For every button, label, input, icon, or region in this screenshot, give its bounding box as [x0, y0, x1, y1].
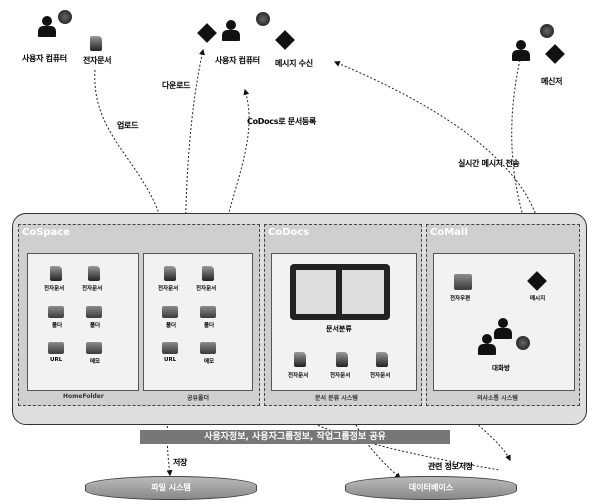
electronic-doc-label: 전자문서 — [83, 55, 111, 66]
doc-icon — [202, 266, 214, 281]
realtime-message-label: 실시간 메시지 전송 — [458, 158, 519, 169]
comail-panel: CoMail 전자우편 메시지 대화방 의사소통 시스템 — [426, 224, 580, 406]
memo-icon — [86, 342, 102, 354]
database-cylinder: 데이터베이스 — [345, 476, 517, 500]
home-item-2: 전자문서 — [82, 284, 102, 292]
messenger-icon — [545, 44, 565, 64]
pen-icon — [275, 30, 295, 50]
home-item-5: URL — [50, 357, 62, 363]
doc-icon — [50, 266, 62, 281]
classify-label: 문서분류 — [326, 324, 352, 334]
chat-person-icon — [478, 334, 496, 355]
shared-info-bar: 사용자정보, 사용자그룹정보, 작업그룹정보 공유 — [140, 430, 450, 444]
related-info-label: 관련 정보저장 — [428, 461, 473, 472]
email-icon — [454, 274, 472, 290]
home-item-4: 폴더 — [90, 321, 100, 329]
codocs-doc-3: 전자문서 — [370, 371, 390, 379]
user-terminal-1-label: 사용자 컴퓨터 — [22, 53, 67, 64]
user-computer-icon — [38, 16, 56, 37]
comail-title: CoMail — [430, 227, 468, 238]
user-computer-2-icon — [222, 20, 240, 41]
messenger-label: 메신저 — [541, 76, 562, 87]
folder-icon — [162, 306, 178, 318]
upload-label: 업로드 — [117, 120, 138, 131]
shared-item-1: 전자문서 — [158, 284, 178, 292]
folder-icon — [86, 306, 102, 318]
url-icon — [48, 342, 64, 354]
globe-icon — [58, 10, 72, 24]
shared-folder-box: 전자문서 전자문서 폴더 폴더 URL 메모 — [143, 253, 253, 391]
chat-globe-icon — [516, 336, 530, 350]
download-label: 다운로드 — [162, 80, 190, 91]
codocs-box: 문서분류 전자문서 전자문서 전자문서 — [271, 253, 417, 391]
comail-caption: 의사소통 시스템 — [477, 393, 518, 402]
doc-icon — [376, 352, 388, 367]
codocs-doc-1: 전자문서 — [288, 371, 308, 379]
user-terminal-2-label: 사용자 컴퓨터 — [215, 55, 260, 66]
doc-icon — [336, 352, 348, 367]
electronic-doc-icon — [90, 36, 102, 51]
diamond-icon — [197, 23, 217, 43]
comail-item-1: 전자우편 — [450, 294, 470, 302]
codocs-panel: CoDocs 문서분류 전자문서 전자문서 전자문서 문서 분류 시스템 — [264, 224, 422, 406]
folder-icon — [200, 306, 216, 318]
file-system-cylinder: 파일 시스템 — [85, 476, 257, 500]
shared-folder-caption: 공유폴더 — [187, 393, 209, 402]
comail-box: 전자우편 메시지 대화방 — [433, 253, 575, 391]
home-item-1: 전자문서 — [44, 284, 64, 292]
classification-window — [290, 264, 390, 320]
codocs-register-label: CoDocs로 문서등록 — [247, 116, 316, 127]
home-item-3: 폴더 — [52, 321, 62, 329]
doc-icon — [294, 352, 306, 367]
cospace-title: CoSpace — [22, 227, 70, 238]
codocs-caption: 문서 분류 시스템 — [315, 393, 358, 402]
shared-item-3: 폴더 — [166, 321, 176, 329]
shared-item-2: 전자문서 — [196, 284, 216, 292]
shared-item-4: 폴더 — [204, 321, 214, 329]
memo-icon — [200, 342, 216, 354]
home-folder-caption: HomeFolder — [63, 393, 104, 400]
shared-item-6: 메모 — [204, 357, 214, 365]
doc-icon — [88, 266, 100, 281]
globe-3-icon — [540, 24, 554, 38]
cospace-panel: CoSpace 전자문서 전자문서 폴더 폴더 URL 메모 HomeFolde… — [18, 224, 260, 406]
message-icon — [527, 271, 547, 291]
url-icon — [162, 342, 178, 354]
save-label: 저장 — [173, 457, 187, 468]
comail-item-3: 대화방 — [492, 362, 510, 372]
home-folder-box: 전자문서 전자문서 폴더 폴더 URL 메모 — [27, 253, 139, 391]
comail-item-2: 메시지 — [530, 294, 545, 302]
folder-icon — [48, 306, 64, 318]
home-item-6: 메모 — [90, 357, 100, 365]
messenger-person-icon — [512, 40, 530, 61]
codocs-title: CoDocs — [268, 227, 309, 238]
doc-icon — [164, 266, 176, 281]
chat-room-icon — [494, 318, 512, 339]
globe-2-icon — [256, 12, 270, 26]
shared-item-5: URL — [164, 357, 176, 363]
message-receive-label: 메시지 수신 — [275, 58, 313, 69]
codocs-doc-2: 전자문서 — [330, 371, 350, 379]
